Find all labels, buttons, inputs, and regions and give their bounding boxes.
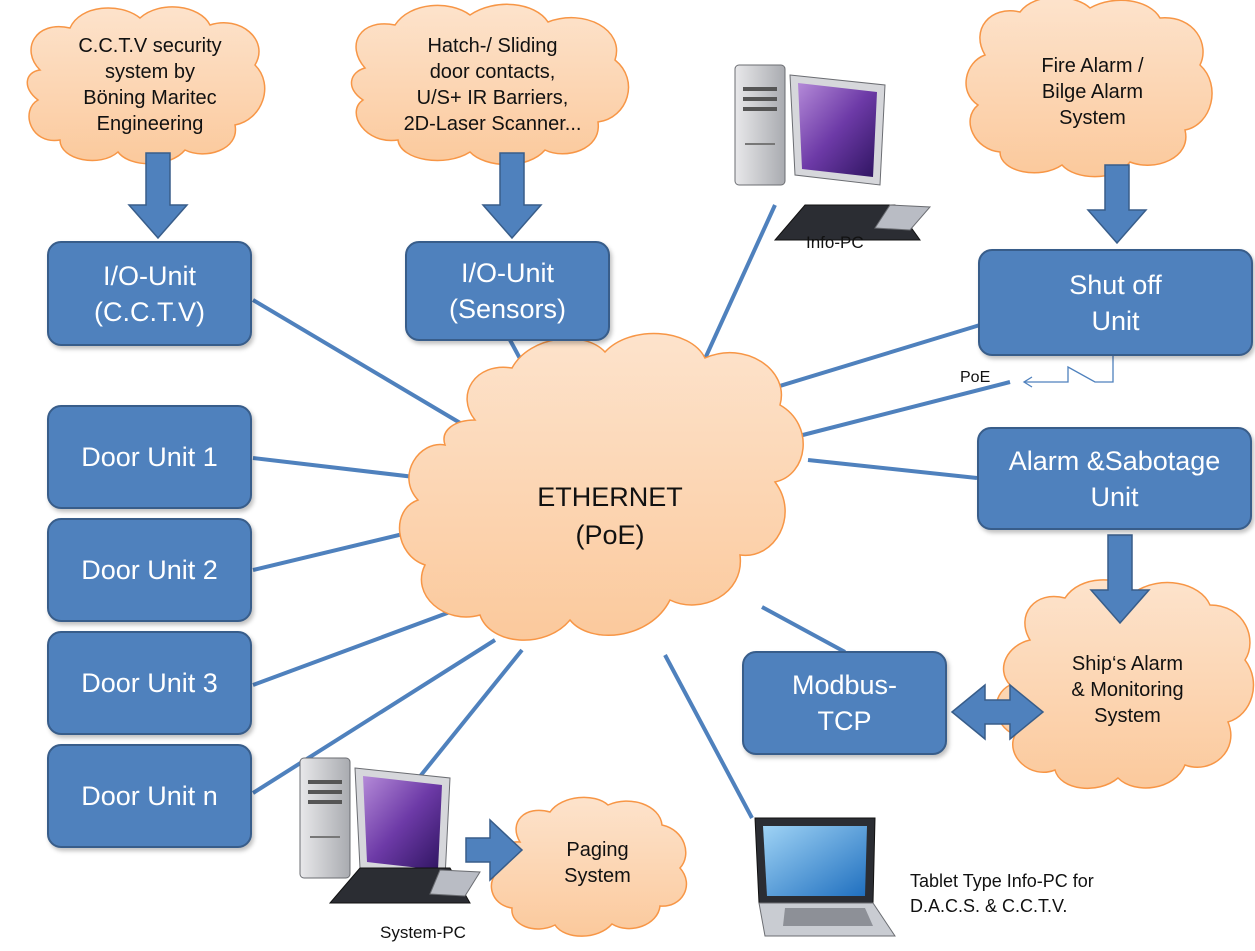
alarm-sabotage-unit: Alarm &Sabotage Unit	[977, 427, 1252, 530]
poe-label: PoE	[960, 369, 991, 386]
modbus-tcp-label: Modbus- TCP	[791, 670, 898, 736]
door-unit-n: Door Unit n	[47, 744, 252, 848]
door-unit-1: Door Unit 1	[47, 405, 252, 509]
io-unit-cctv-label: I/O-Unit (C.C.T.V)	[94, 260, 205, 327]
fire-alarm-text: Fire Alarm / Bilge Alarm System	[1041, 55, 1144, 129]
door-unit-3: Door Unit 3	[47, 631, 252, 735]
arrow-fire-down	[1086, 164, 1148, 245]
link-door-3	[252, 610, 451, 687]
ethernet-text: ETHERNET (PoE)	[537, 482, 683, 550]
sensors-source-text: Hatch-/ Sliding door contacts, U/S+ IR B…	[403, 34, 582, 135]
system-pc-label: System-PC	[380, 923, 466, 942]
link-alarm-sabotage	[807, 458, 978, 480]
door-unit-3-label: Door Unit 3	[81, 668, 218, 698]
tablet-label: Tablet Type Info-PC for D.A.C.S. & C.C.T…	[910, 871, 1094, 916]
link-info-pc	[691, 204, 777, 386]
door-unit-1-label: Door Unit 1	[81, 442, 218, 472]
door-unit-2-label: Door Unit 2	[81, 555, 218, 585]
door-unit-n-label: Door Unit n	[81, 781, 218, 811]
link-system-pc	[403, 648, 524, 797]
desktop-computer-icon	[299, 757, 481, 904]
shut-off-unit: Shut off Unit	[978, 249, 1253, 356]
modbus-tcp-unit: Modbus- TCP	[742, 651, 947, 755]
link-door-2	[252, 526, 429, 572]
arrow-alarm-down	[1089, 534, 1151, 625]
arrow-sensors-down	[481, 152, 543, 240]
arrow-cctv-down	[127, 152, 189, 240]
link-io-cctv	[251, 298, 474, 432]
link-poe	[794, 380, 1011, 439]
door-unit-2: Door Unit 2	[47, 518, 252, 622]
shut-off-unit-label: Shut off Unit	[1069, 269, 1162, 336]
cloud-paging	[490, 796, 688, 937]
info-pc-label: Info-PC	[806, 233, 864, 252]
laptop-icon	[754, 817, 896, 937]
link-modbus	[761, 605, 846, 654]
arrow-paging-right	[465, 818, 524, 882]
cloud-fire-alarm	[965, 0, 1213, 178]
poe-switch-lines	[1022, 355, 1114, 388]
paging-text: Paging System	[564, 839, 631, 887]
link-shut-off	[759, 323, 981, 394]
cloud-cctv-source	[26, 6, 266, 165]
desktop-computer-icon	[734, 64, 932, 241]
link-tablet	[663, 654, 754, 819]
io-unit-sensors: I/O-Unit (Sensors)	[405, 241, 610, 341]
io-unit-cctv: I/O-Unit (C.C.T.V)	[47, 241, 252, 346]
cctv-source-text: C.C.T.V security system by Böning Marite…	[78, 34, 222, 135]
network-links	[251, 204, 1011, 819]
io-unit-sensors-label: I/O-Unit (Sensors)	[448, 258, 567, 324]
ship-alarm-text: Ship‘s Alarm & Monitoring System	[1071, 653, 1184, 727]
arrows	[127, 152, 1151, 882]
cloud-sensors-source	[350, 3, 630, 166]
alarm-sabotage-unit-label: Alarm &Sabotage Unit	[1008, 445, 1221, 512]
cloud-ethernet	[398, 332, 804, 641]
arrow-modbus-bidirectional	[950, 683, 1045, 741]
link-door-n	[251, 638, 497, 795]
